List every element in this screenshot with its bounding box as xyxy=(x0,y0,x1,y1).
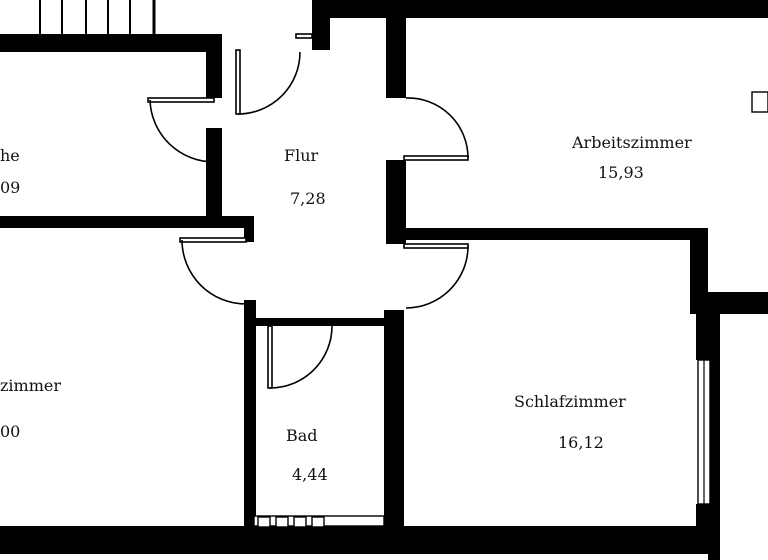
bad-window xyxy=(253,515,385,528)
staircase xyxy=(0,0,222,52)
room-area-kueche: 09 xyxy=(0,178,21,197)
door-bad xyxy=(267,325,333,389)
door-top xyxy=(235,33,313,115)
door-wohnzimmer xyxy=(179,237,247,305)
arbeitszimmer-window-fragment xyxy=(751,91,768,113)
schlafzimmer-window xyxy=(697,359,711,505)
room-name-schlafzimmer: Schlafzimmer xyxy=(514,392,626,411)
room-name-bad: Bad xyxy=(286,426,318,445)
door-kueche xyxy=(147,97,215,163)
room-name-kueche: he xyxy=(0,146,20,165)
room-area-flur: 7,28 xyxy=(290,189,326,208)
room-area-arbeitszimmer: 15,93 xyxy=(598,163,644,182)
door-schlafzimmer xyxy=(403,243,469,309)
room-area-wohnzimmer: 00 xyxy=(0,422,21,441)
room-name-flur: Flur xyxy=(284,146,319,165)
room-area-bad: 4,44 xyxy=(292,465,328,484)
room-area-schlafzimmer: 16,12 xyxy=(558,433,604,452)
room-name-wohnzimmer: zimmer xyxy=(0,376,62,395)
room-name-arbeitszimmer: Arbeitszimmer xyxy=(572,133,692,152)
door-arbeitszimmer xyxy=(403,97,469,161)
